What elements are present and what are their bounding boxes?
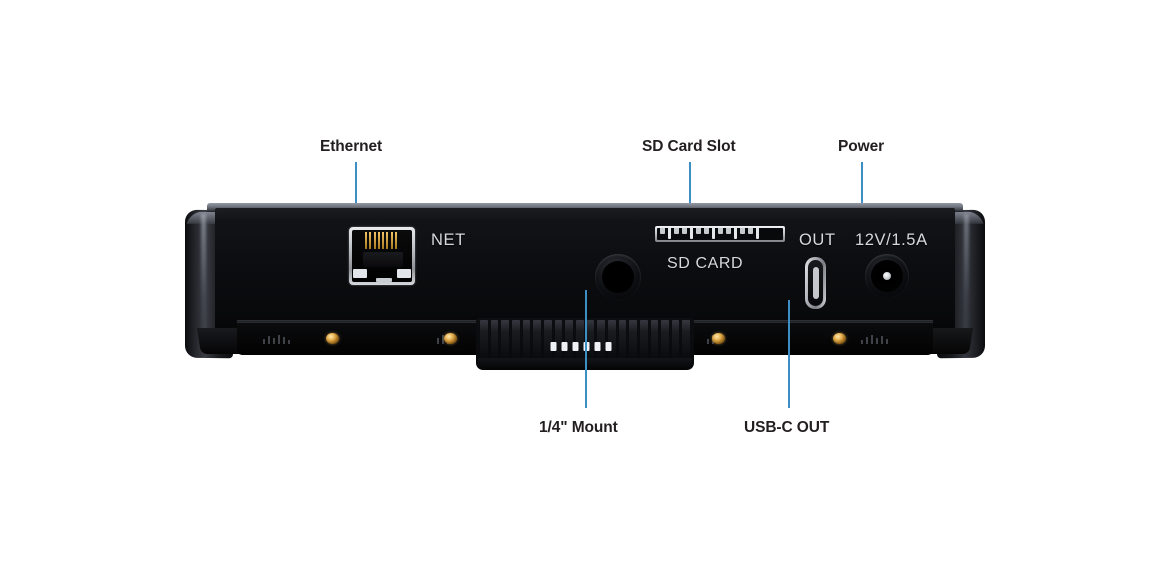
callout-label-power: Power xyxy=(838,138,885,155)
sd-card-contacts xyxy=(657,228,783,240)
silkscreen-power-rating-label: 12V/1.5A xyxy=(855,231,928,249)
usb-c-port[interactable] xyxy=(805,257,826,309)
leader-line-sd-card-slot xyxy=(689,162,691,228)
rj45-cavity xyxy=(352,230,412,282)
lip-vent-marks-left xyxy=(263,332,290,344)
device-top-edge xyxy=(207,203,963,212)
leader-line-ethernet xyxy=(355,162,357,237)
rj45-left-pad xyxy=(353,269,367,278)
device-front-face: NET SD CARD OUT xyxy=(215,208,955,338)
lip-vent-marks-right xyxy=(861,332,888,344)
callout-label-sd-card-slot: SD Card Slot xyxy=(642,138,736,155)
rj45-latch-notch xyxy=(376,278,392,282)
mount-thread-bore xyxy=(602,261,634,293)
silkscreen-net-label: NET xyxy=(431,231,466,249)
vent-inner-reflections xyxy=(550,342,612,351)
ethernet-rj45-port[interactable] xyxy=(349,227,415,285)
chassis-screw-1 xyxy=(326,333,339,344)
callout-label-quarter-mount: 1/4" Mount xyxy=(539,419,618,436)
leader-line-usb-c-out xyxy=(788,300,790,408)
quarter-inch-mount[interactable] xyxy=(595,254,641,300)
sd-card-slot[interactable] xyxy=(655,226,785,242)
rj45-gold-pins xyxy=(365,232,398,249)
chassis-screw-4 xyxy=(833,333,846,344)
usb-c-tongue xyxy=(812,267,819,299)
leader-line-quarter-mount xyxy=(585,290,587,408)
usb-c-cavity xyxy=(808,260,823,306)
dc-jack-center-pin xyxy=(883,272,891,280)
silkscreen-sd-card-label: SD CARD xyxy=(667,255,744,272)
dc-power-jack[interactable] xyxy=(865,254,909,298)
dc-jack-bore xyxy=(871,260,903,292)
rj45-latch-recess xyxy=(363,252,403,267)
silkscreen-out-label: OUT xyxy=(799,231,836,249)
chassis-screw-2 xyxy=(444,333,457,344)
chassis-screw-3 xyxy=(712,333,725,344)
rj45-right-pad xyxy=(397,269,411,278)
callout-label-ethernet: Ethernet xyxy=(320,138,383,155)
vent-fins xyxy=(480,320,691,358)
callout-label-usb-c-out: USB-C OUT xyxy=(744,419,830,436)
